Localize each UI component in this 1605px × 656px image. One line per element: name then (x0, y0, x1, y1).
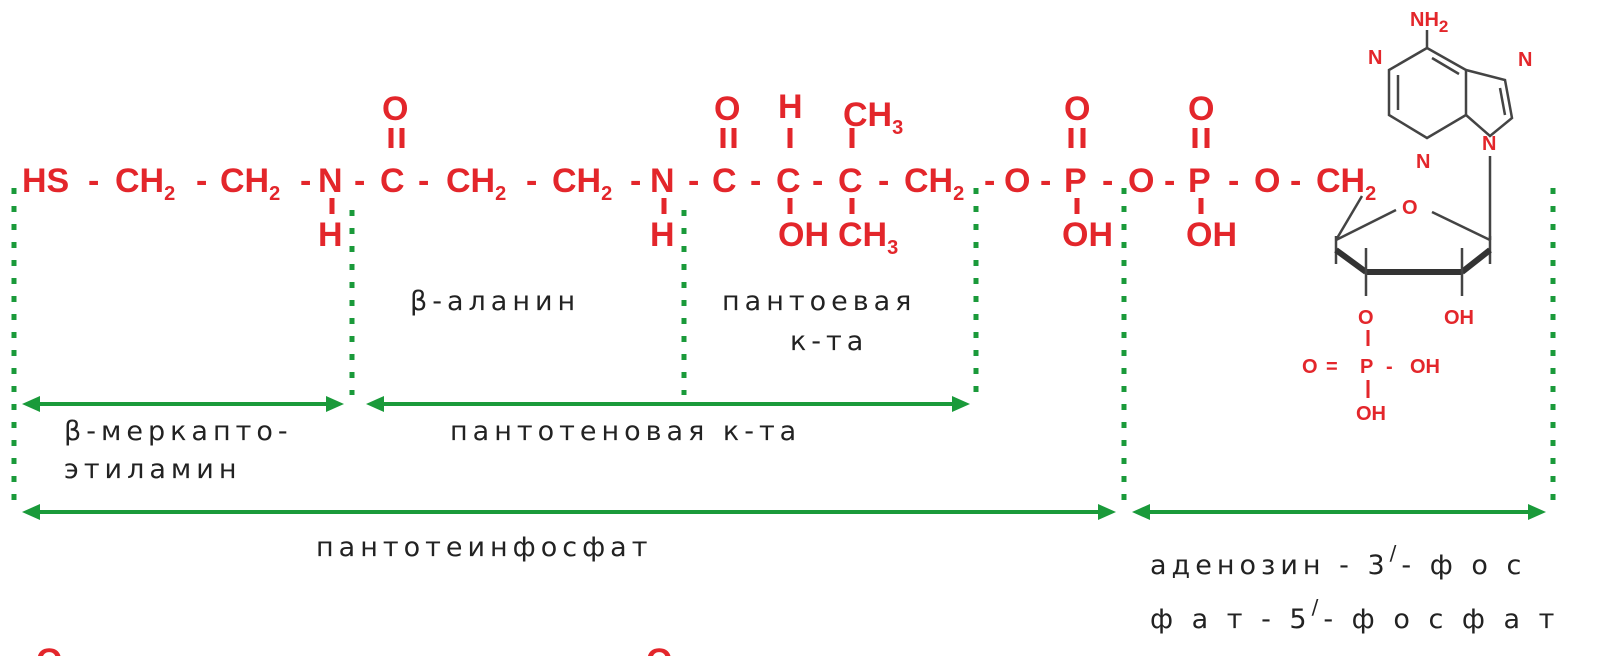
phosphate-3-oxo: O (1302, 356, 1318, 378)
ring-edge (1335, 208, 1397, 242)
arrowhead-right (1528, 504, 1546, 520)
adenine-n7: N (1518, 49, 1532, 71)
amino-group: NH2 (1410, 9, 1448, 36)
label-pantothenic: пантотеновая к-та (450, 416, 801, 447)
bond-dash: - (984, 162, 995, 200)
arrowhead-right (326, 396, 344, 412)
bond-dash: - (196, 162, 207, 200)
arrowhead-left (366, 396, 384, 412)
hydroxy-carbon-hydrogen: H (778, 88, 803, 126)
phosphate-3-phosphorus: P (1360, 356, 1373, 378)
methyl-top: CH3 (843, 96, 903, 139)
cropped-oxygen-1: O (36, 642, 62, 656)
methylene-1: CH2 (115, 162, 175, 205)
ring-edge-bold (1334, 247, 1368, 275)
ester-oxygen-2: O (1254, 162, 1280, 200)
carbonyl-oxygen-2: O (714, 90, 740, 128)
bond-dash: - (1102, 162, 1113, 200)
arrowhead-left (22, 396, 40, 412)
phosphate-3-bond: - (1386, 356, 1393, 378)
ring-edge-bold (1460, 247, 1492, 275)
bond-ch2-c4 (1334, 195, 1364, 241)
bond-dash: - (526, 162, 537, 200)
adenine-n1: N (1368, 47, 1382, 69)
phosphorus-1: P (1064, 162, 1087, 200)
label-pantoic-line1: пантоевая (722, 286, 916, 317)
arrowhead-right (952, 396, 970, 412)
ribose-hydroxyl: OH (1444, 307, 1474, 329)
thiol-group: HS (22, 162, 69, 200)
cropped-oxygen-2: O (646, 642, 672, 656)
carbonyl-oxygen-1: O (382, 90, 408, 128)
arrowhead-left (1132, 504, 1150, 520)
imidazole-ring (1465, 68, 1514, 138)
label-mercapto-line1: β-меркапто- (64, 416, 293, 447)
label-pantetheine-phosphate: пантотеинфосфат (316, 532, 652, 563)
main-chain: HS - CH2 - CH2 - N H - C O - CH2 - CH2 -… (22, 88, 1376, 259)
phosphate-hydroxyl-1: OH (1062, 216, 1113, 254)
methyl-bottom: CH3 (838, 216, 898, 259)
ribose-ring: O OH O O = P - OH OH (1302, 195, 1492, 425)
label-pantoic-line2: к-та (790, 326, 868, 357)
methylene-5: CH2 (904, 162, 964, 205)
cropped-atoms: O O (36, 642, 672, 656)
phosphoryl-oxygen-2: O (1188, 90, 1214, 128)
amide-hydrogen-1: H (318, 216, 343, 254)
bond-dash: - (1164, 162, 1175, 200)
label-beta-alanine: β-аланин (410, 286, 580, 317)
hydroxy-carbon: C (776, 162, 801, 200)
methylene-2: CH2 (220, 162, 280, 205)
amide-nitrogen-2: N (650, 162, 675, 200)
carbonyl-carbon-2: C (712, 162, 737, 200)
arrowhead-left (22, 504, 40, 520)
ester-oxygen-1: O (1004, 162, 1030, 200)
bridge-oxygen: O (1128, 162, 1154, 200)
phosphoryl-oxygen-1: O (1064, 90, 1090, 128)
fragment-labels: β-аланин пантоевая к-та β-меркапто- этил… (64, 286, 1559, 635)
label-adenosine-line1: аденозин - 3/- ф о с (1150, 541, 1526, 581)
phosphate-3-double-bond: = (1326, 356, 1338, 378)
range-arrows (22, 396, 1546, 520)
phosphate-3-hydroxyl: OH (1410, 356, 1440, 378)
amide-hydrogen-2: H (650, 216, 675, 254)
label-mercapto-line2: этиламин (64, 454, 241, 485)
hydroxyl-group: OH (778, 216, 829, 254)
bond-dash: - (88, 162, 99, 200)
bond-dash: - (878, 162, 889, 200)
bond-dash: - (688, 162, 699, 200)
dotted-dividers (11, 188, 1556, 510)
adenine-ring: NH2 N N N N (1368, 9, 1532, 240)
bond-dash: - (1040, 162, 1051, 200)
phosphate-3-hydroxyl-2: OH (1356, 403, 1386, 425)
adenine-n9: N (1482, 133, 1496, 155)
amide-nitrogen-1: N (318, 162, 343, 200)
bond-dash: - (1228, 162, 1239, 200)
bond-dash: - (300, 162, 311, 200)
phosphate-hydroxyl-2: OH (1186, 216, 1237, 254)
ring-double-bond (1498, 87, 1507, 116)
bond-dash: - (630, 162, 641, 200)
carbonyl-carbon-1: C (380, 162, 405, 200)
phosphorus-2: P (1188, 162, 1211, 200)
ring-double-bond (1431, 56, 1460, 76)
ring-edge (1431, 210, 1491, 242)
bond-dash: - (354, 162, 365, 200)
bond-dash: - (1290, 162, 1301, 200)
ribose-methylene: CH2 (1316, 162, 1376, 205)
methylene-4: CH2 (552, 162, 612, 205)
bond-dash: - (812, 162, 823, 200)
quaternary-carbon: C (838, 162, 863, 200)
ring-oxygen: O (1402, 197, 1418, 219)
methylene-3: CH2 (446, 162, 506, 205)
label-adenosine-line2: ф а т - 5/- ф о с ф а т (1150, 595, 1559, 635)
arrowhead-right (1098, 504, 1116, 520)
bond-dash: - (750, 162, 761, 200)
phosphate-3-oxygen: O (1358, 307, 1374, 329)
pyrimidine-ring (1387, 46, 1468, 140)
bond-dash: - (418, 162, 429, 200)
adenine-n3: N (1416, 151, 1430, 173)
